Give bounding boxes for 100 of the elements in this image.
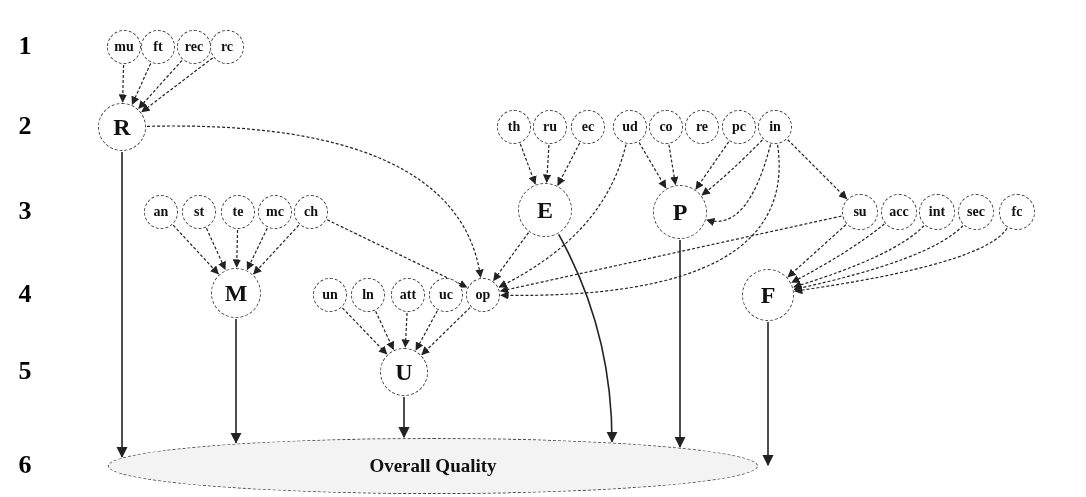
variable-circle bbox=[919, 194, 955, 230]
variable-circle bbox=[497, 110, 531, 144]
arrow bbox=[499, 215, 843, 294]
arrow bbox=[674, 239, 686, 448]
variable-circle bbox=[210, 30, 244, 64]
arrow bbox=[253, 224, 300, 275]
arrow bbox=[701, 139, 763, 196]
node-label: att bbox=[399, 287, 417, 303]
variable-circle bbox=[999, 194, 1035, 230]
node-label: fc bbox=[1011, 204, 1023, 220]
variable-circle bbox=[391, 278, 425, 312]
arrow bbox=[500, 144, 780, 300]
variable-circle bbox=[141, 30, 175, 64]
node-label: ln bbox=[362, 287, 374, 303]
arrow bbox=[557, 233, 618, 443]
node-label: R bbox=[113, 113, 131, 141]
level-number: 2 bbox=[17, 111, 33, 141]
variable-circle bbox=[182, 195, 216, 229]
node-label: ec bbox=[581, 119, 595, 135]
arrow bbox=[232, 229, 242, 268]
arrow bbox=[230, 318, 242, 444]
variable-circle bbox=[533, 110, 567, 144]
arrow bbox=[118, 64, 127, 103]
variable-circle bbox=[958, 194, 994, 230]
node-label: rec bbox=[184, 39, 204, 55]
arrow bbox=[138, 59, 183, 110]
node-label: Overall Quality bbox=[369, 455, 497, 477]
node-label: M bbox=[224, 279, 248, 307]
node-label: uc bbox=[439, 287, 453, 303]
variable-circle bbox=[722, 110, 756, 144]
arrow bbox=[638, 141, 667, 189]
node-label: an bbox=[153, 204, 169, 220]
node-label: co bbox=[659, 119, 673, 135]
variable-circle bbox=[258, 195, 292, 229]
arrow bbox=[695, 141, 730, 190]
arrow bbox=[668, 144, 679, 186]
node-label: U bbox=[395, 358, 413, 386]
node-label: su bbox=[853, 204, 867, 220]
node-label: int bbox=[928, 204, 946, 220]
variable-circle bbox=[294, 195, 328, 229]
node-label: mu bbox=[114, 39, 134, 55]
arrow bbox=[246, 227, 268, 271]
node-label: re bbox=[695, 119, 709, 135]
node-label: rc bbox=[220, 39, 234, 55]
arrow bbox=[146, 125, 484, 278]
node-label: pc bbox=[732, 119, 746, 135]
node-label: ru bbox=[543, 119, 557, 135]
arrow bbox=[706, 143, 772, 226]
node-label: P bbox=[672, 198, 688, 226]
variable-circle bbox=[466, 278, 500, 312]
node-label: in bbox=[769, 119, 781, 135]
arrow bbox=[131, 62, 152, 105]
arrow bbox=[787, 139, 848, 200]
variable-circle bbox=[571, 110, 605, 144]
variable-circle bbox=[144, 195, 178, 229]
node-label: mc bbox=[266, 204, 284, 220]
variable-circle bbox=[881, 194, 917, 230]
level-number: 4 bbox=[17, 279, 33, 309]
node-label: ud bbox=[622, 119, 638, 135]
variable-circle bbox=[221, 195, 255, 229]
node-label: op bbox=[475, 287, 491, 303]
node-label: acc bbox=[889, 204, 909, 220]
arrow bbox=[326, 219, 468, 288]
variable-circle bbox=[380, 348, 428, 396]
variable-circle bbox=[429, 278, 463, 312]
arrow bbox=[793, 225, 925, 289]
node-label: sec bbox=[967, 204, 985, 220]
variable-circle bbox=[351, 278, 385, 312]
arrow bbox=[519, 143, 537, 185]
node-label: F bbox=[760, 281, 776, 309]
variable-circle bbox=[211, 268, 261, 318]
arrow bbox=[762, 321, 774, 467]
arrow bbox=[557, 142, 581, 186]
arrow bbox=[341, 307, 388, 355]
arrow bbox=[205, 227, 226, 271]
arrow bbox=[793, 225, 964, 292]
node-label: th bbox=[507, 119, 521, 135]
arrow bbox=[493, 232, 530, 282]
arrow bbox=[498, 143, 627, 288]
level-number: 5 bbox=[17, 356, 33, 386]
arrow bbox=[787, 224, 847, 278]
arrow bbox=[116, 151, 128, 458]
level-number: 3 bbox=[17, 196, 33, 226]
arrow bbox=[793, 227, 1008, 295]
node-label: ft bbox=[153, 39, 163, 55]
arrow bbox=[172, 224, 219, 275]
arrow bbox=[398, 396, 410, 439]
arrow bbox=[542, 144, 552, 183]
variable-circle bbox=[313, 278, 347, 312]
variable-circle bbox=[649, 110, 683, 144]
node-label: st bbox=[193, 204, 205, 220]
level-number: 1 bbox=[17, 31, 33, 61]
arrow bbox=[415, 310, 438, 351]
node-label: E bbox=[537, 196, 553, 224]
variable-circle bbox=[177, 30, 211, 64]
node-label: un bbox=[322, 287, 338, 303]
variable-circle bbox=[842, 194, 878, 230]
arrow bbox=[141, 57, 214, 113]
arrow bbox=[421, 306, 471, 356]
node-label: ch bbox=[304, 204, 318, 220]
